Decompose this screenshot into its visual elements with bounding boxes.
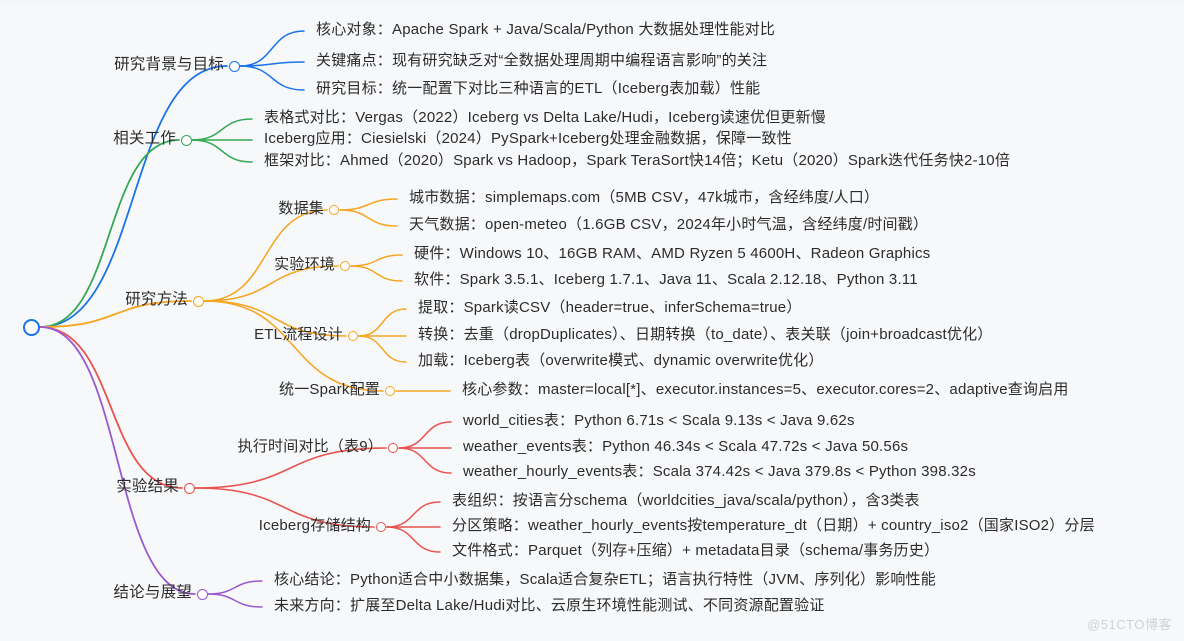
mindmap-edge (207, 593, 263, 608)
top-divider (0, 0, 1184, 3)
branch-label-1: 研究背景与目标 (114, 56, 224, 73)
mindmap-edge (358, 308, 407, 337)
mindmap-edge (191, 118, 253, 141)
sub-branch-label: ETL流程设计 (254, 326, 343, 343)
leaf-label: 软件：Spark 3.5.1、Iceberg 1.7.1、Java 11、Sca… (414, 271, 918, 288)
sub-branch-label: 实验环境 (274, 256, 335, 273)
leaf-label: 天气数据：open-meteo（1.6GB CSV，2024年小时气温，含经纬度… (409, 216, 929, 233)
sub-branch-label: 执行时间对比（表9） (237, 438, 383, 455)
branch-label-2: 相关工作 (113, 130, 176, 147)
branch-node-1[interactable] (228, 60, 240, 72)
mindmap-edge (191, 139, 253, 163)
mindmap-edge (386, 501, 441, 528)
branch-node-4[interactable] (183, 482, 195, 494)
watermark-label: @51CTO博客 (1087, 617, 1172, 632)
leaf-label: weather_events表：Python 46.34s < Scala 47… (463, 438, 909, 455)
branch-node-2[interactable] (180, 134, 192, 146)
mindmap-edge (39, 326, 183, 489)
branch-label-4: 实验结果 (116, 478, 179, 495)
leaf-label: 文件格式：Parquet（列存+压缩）+ metadata目录（schema/事… (452, 542, 940, 559)
sub-branch-label: Iceberg存储结构 (258, 517, 371, 534)
mindmap-edge (194, 447, 387, 489)
leaf-label: world_cities表：Python 6.71s < Scala 9.13s… (463, 412, 855, 429)
leaf-label: 表组织：按语言分schema（worldcities_java/scala/py… (452, 492, 920, 509)
branch-node-3[interactable] (192, 295, 204, 307)
mindmap-edge (203, 300, 384, 392)
sub-branch-node[interactable] (385, 386, 395, 396)
leaf-label: 表格式对比：Vergas（2022）Iceberg vs Delta Lake/… (264, 109, 826, 126)
leaf-label: 研究目标：统一配置下对比三种语言的ETL（Iceberg表加载）性能 (316, 80, 761, 97)
branch-label-5: 结论与展望 (113, 584, 192, 601)
leaf-label: 分区策略：weather_hourly_events按temperature_d… (452, 517, 1095, 534)
sub-branch-label: 数据集 (278, 200, 324, 217)
branch-label-3: 研究方法 (125, 291, 188, 308)
mindmap-edge (339, 209, 398, 227)
leaf-label: 城市数据：simplemaps.com（5MB CSV，47k城市，含经纬度/人… (409, 189, 880, 206)
leaf-label: 未来方向：扩展至Delta Lake/Hudi对比、云原生环境性能测试、不同资源… (274, 597, 825, 614)
mindmap-edge (39, 65, 228, 328)
mindmap-edge (386, 526, 441, 553)
sub-branch-node[interactable] (329, 205, 339, 215)
mindmap-edge (239, 65, 305, 91)
sub-branch-node[interactable] (376, 522, 386, 532)
leaf-label: 提取：Spark读CSV（header=true、inferSchema=tru… (418, 299, 802, 316)
mindmap-edge (194, 487, 375, 528)
branch-node-5[interactable] (196, 588, 208, 600)
leaf-label: 核心结论：Python适合中小数据集，Scala适合复杂ETL；语言执行特性（J… (274, 571, 936, 588)
leaf-label: 核心参数：master=local[*]、executor.instances=… (462, 381, 1069, 398)
mindmap-edge (398, 447, 452, 474)
leaf-label: 转换：去重（dropDuplicates）、日期转换（to_date）、表关联（… (418, 326, 993, 343)
sub-branch-node[interactable] (340, 261, 350, 271)
mindmap-edge (207, 580, 263, 595)
mindmap-edge (398, 421, 452, 449)
leaf-label: 关键痛点：现有研究缺乏对“全数据处理周期中编程语言影响”的关注 (316, 52, 768, 69)
leaf-label: Iceberg应用：Ciesielski（2024）PySpark+Iceber… (264, 130, 792, 147)
mindmap-edge (350, 254, 403, 267)
root-node[interactable] (22, 318, 40, 336)
mindmap-edge (239, 61, 305, 67)
sub-branch-label: 统一Spark配置 (279, 381, 380, 398)
mindmap-edge (239, 30, 305, 67)
leaf-label: 框架对比：Ahmed（2020）Spark vs Hadoop，Spark Te… (264, 152, 1011, 169)
sub-branch-node[interactable] (348, 331, 358, 341)
leaf-label: 加载：Iceberg表（overwrite模式、dynamic overwrit… (418, 352, 824, 369)
sub-branch-node[interactable] (388, 443, 398, 453)
mindmap-edge (39, 326, 196, 595)
mindmap-edge (39, 300, 192, 328)
leaf-label: weather_hourly_events表：Scala 374.42s < J… (463, 463, 976, 480)
mindmap-edge (39, 139, 180, 328)
mindmap-edge (203, 209, 328, 302)
mindmap-edge (350, 265, 403, 282)
mindmap-edge (358, 335, 407, 363)
mindmap-edge (339, 198, 398, 211)
leaf-label: 硬件：Windows 10、16GB RAM、AMD Ryzen 5 4600H… (414, 245, 931, 262)
leaf-label: 核心对象：Apache Spark + Java/Scala/Python 大数… (316, 21, 776, 38)
mindmap-edge (203, 265, 339, 302)
